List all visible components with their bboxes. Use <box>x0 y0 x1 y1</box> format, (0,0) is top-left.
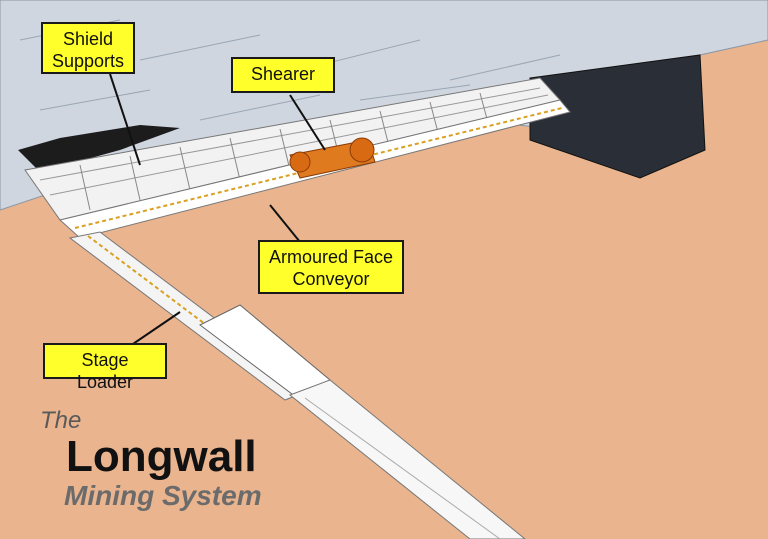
title-main: Longwall <box>66 432 257 481</box>
face-conveyor-chain <box>74 107 563 229</box>
shield-supports-row <box>24 77 561 221</box>
belt-conveyor-rail <box>304 397 501 539</box>
afc-pointer <box>269 204 301 243</box>
shearer-machine <box>289 137 376 179</box>
armoured-face-conveyor-label: Armoured Face Conveyor <box>258 240 404 294</box>
stage-loader-pointer <box>129 311 181 347</box>
shield-pointer <box>109 73 141 166</box>
roof-cavity <box>18 125 180 172</box>
title-subtitle: Mining System <box>64 480 262 511</box>
shield-supports-label: Shield Supports <box>41 22 135 74</box>
stage-loader-label: Stage Loader <box>43 343 167 392</box>
shearer-pointer <box>289 94 326 151</box>
title-prefix: The <box>40 407 82 434</box>
coal-seam <box>529 54 706 179</box>
shearer-label: Shearer <box>231 57 335 93</box>
belt-conveyor <box>289 379 526 539</box>
title-block: The Longwall Mining System <box>40 408 262 512</box>
